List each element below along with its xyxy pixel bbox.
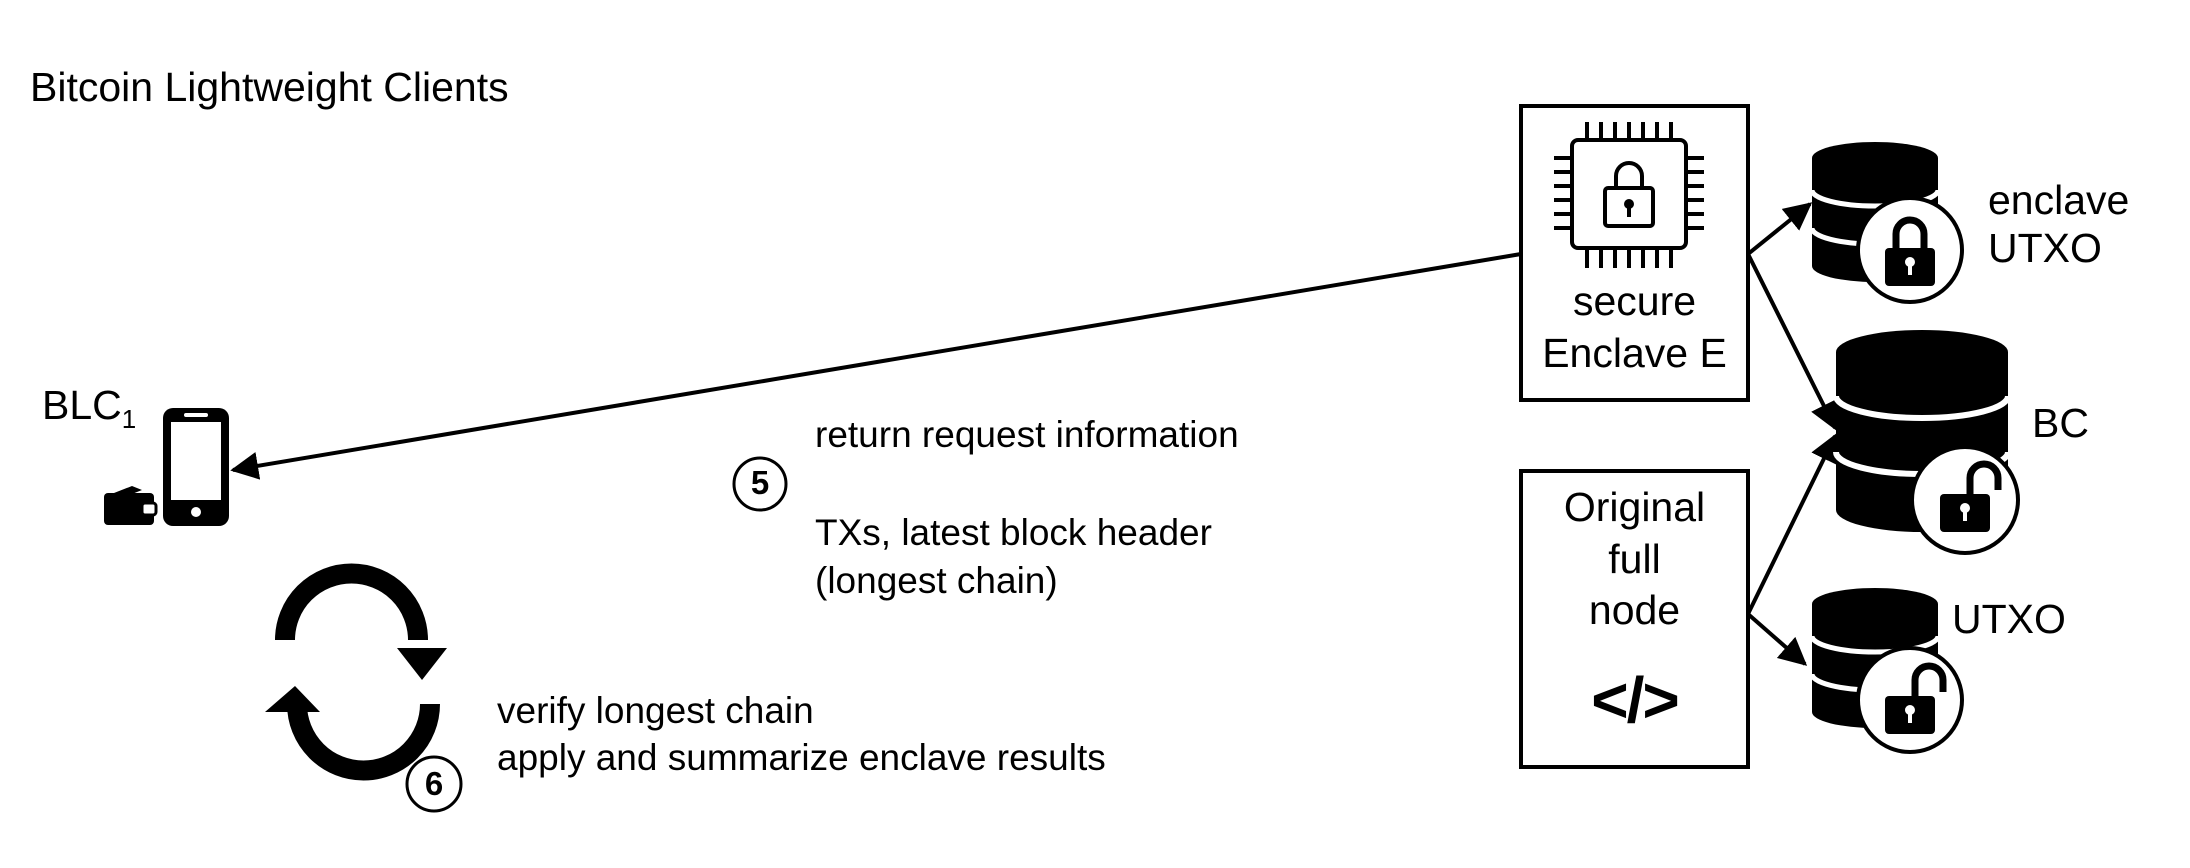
- cycle-icon: [275, 563, 440, 781]
- fullnode-box-label: Original full node: [1521, 482, 1748, 637]
- cycle-arrow-heads: [265, 648, 447, 712]
- client-label-text: BLC: [42, 382, 122, 428]
- lock-closed-icon: [1856, 196, 1964, 304]
- enclave-utxo-line2: UTXO: [1988, 225, 2102, 272]
- enclave-utxo-label: enclave UTXO: [1988, 176, 2129, 273]
- wallet-icon: [104, 486, 158, 525]
- lock-open-icon: [1856, 646, 1964, 754]
- return-arrow: [230, 252, 1522, 480]
- step6-number: 6: [424, 765, 444, 802]
- enclave-box-label: secure Enclave E: [1521, 276, 1748, 379]
- db-connectors: [1746, 202, 1837, 666]
- enclave-utxo-line1: enclave: [1988, 177, 2130, 223]
- diagram-title: Bitcoin Lightweight Clients: [30, 64, 509, 110]
- enclave-box-line1: secure: [1572, 278, 1697, 324]
- fullnode-box: [1519, 469, 1750, 769]
- phone-icon: [163, 408, 229, 526]
- step6-line1: verify longest chain: [497, 690, 814, 731]
- step5-number: 5: [750, 464, 770, 501]
- code-icon: </>: [1591, 664, 1680, 736]
- lock-open-icon: [1910, 445, 2020, 555]
- client-label: BLC1: [42, 382, 136, 435]
- fullnode-box-line2: full: [1608, 535, 1661, 582]
- chip-lock-icon: [1554, 122, 1704, 268]
- step5-line3: (longest chain): [815, 560, 1058, 601]
- step5-line1: return request information: [815, 414, 1239, 455]
- client-label-subscript: 1: [121, 404, 137, 435]
- step5-marker: [732, 456, 788, 512]
- fullnode-box-line1: Original: [1563, 484, 1706, 530]
- enclave-box-line2: Enclave E: [1542, 329, 1727, 376]
- step6-line2: apply and summarize enclave results: [497, 737, 1106, 778]
- step5-line2: TXs, latest block header: [815, 512, 1212, 553]
- step6-marker: [405, 755, 463, 813]
- fullnode-box-line3: node: [1588, 587, 1681, 634]
- utxo-label: UTXO: [1952, 596, 2066, 642]
- bc-label: BC: [2032, 400, 2089, 446]
